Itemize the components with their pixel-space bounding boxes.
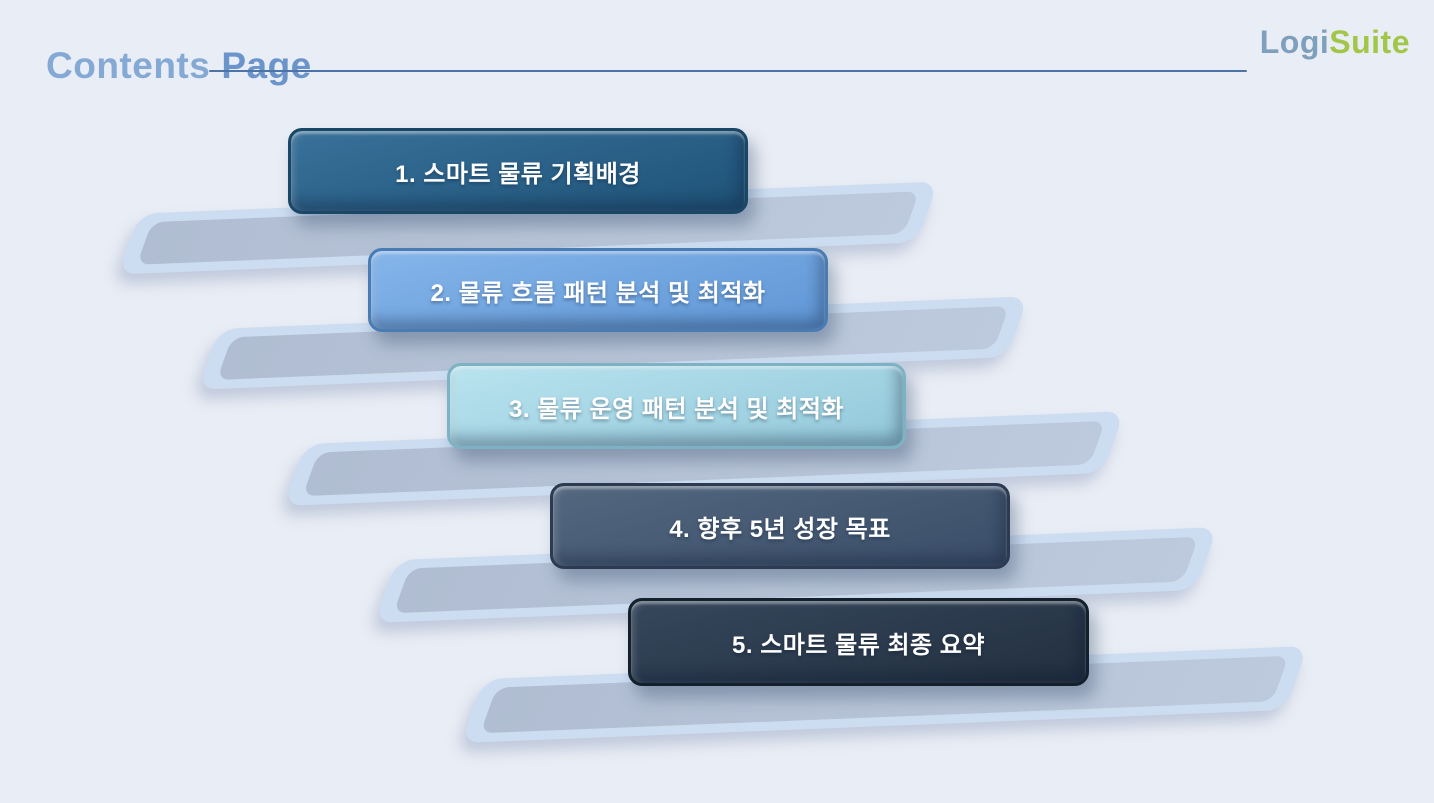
toc-item-3[interactable]: 3. 물류 운영 패턴 분석 및 최적화	[447, 363, 906, 449]
page-title-word-1: Contents	[46, 44, 211, 86]
page-title: Contents Page	[46, 45, 312, 87]
logo-word-2: Suite	[1329, 24, 1410, 60]
toc-item-label: 2. 물류 흐름 패턴 분석 및 최적화	[430, 279, 766, 307]
toc-item-label: 3. 물류 운영 패턴 분석 및 최적화	[509, 395, 844, 423]
logo-word-1: Logi	[1259, 24, 1330, 60]
title-divider	[209, 70, 1247, 72]
toc-item-label: 4. 향후 5년 성장 목표	[669, 515, 891, 543]
toc-item-5[interactable]: 5. 스마트 물류 최종 요약	[628, 598, 1089, 686]
page-title-word-2: Page	[221, 44, 312, 86]
toc-item-2[interactable]: 2. 물류 흐름 패턴 분석 및 최적화	[368, 248, 828, 332]
toc-item-4[interactable]: 4. 향후 5년 성장 목표	[550, 483, 1010, 569]
logo: LogiSuite	[1260, 24, 1410, 61]
toc-item-1[interactable]: 1. 스마트 물류 기획배경	[288, 128, 748, 214]
toc-item-label: 5. 스마트 물류 최종 요약	[732, 631, 985, 659]
toc-item-label: 1. 스마트 물류 기획배경	[395, 160, 641, 188]
